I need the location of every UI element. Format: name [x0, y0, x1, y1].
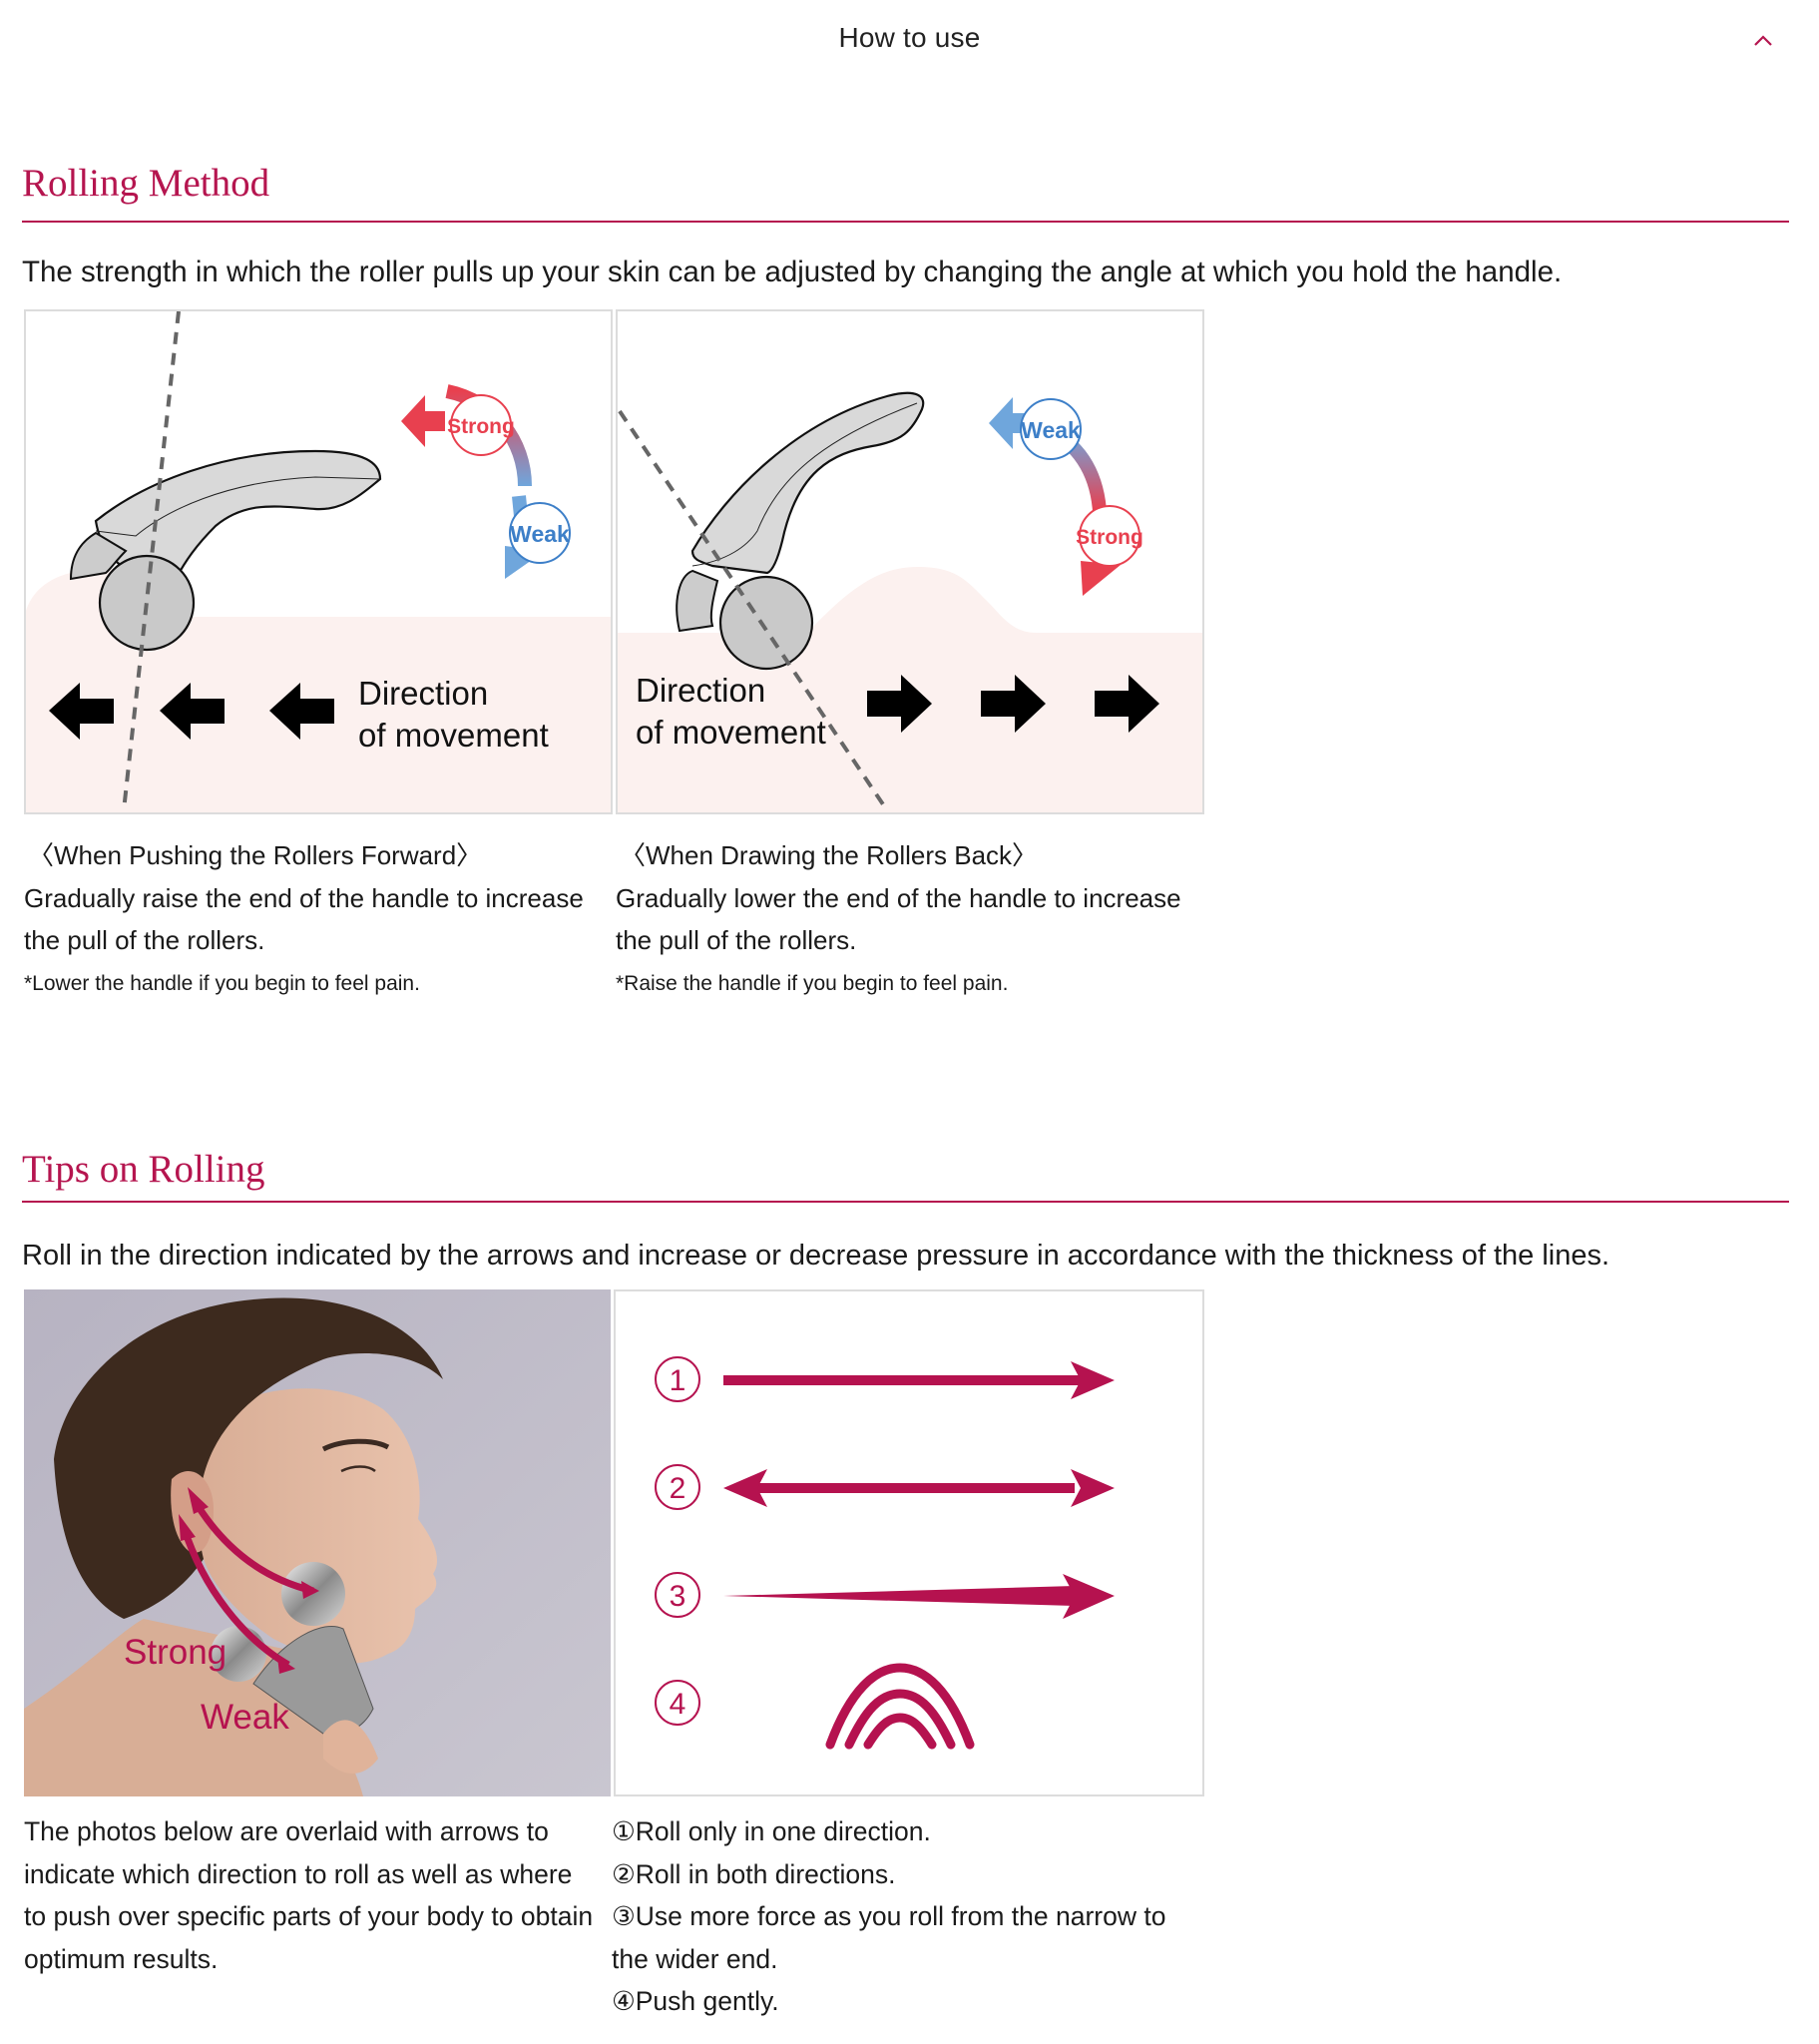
svg-text:1: 1 [670, 1364, 686, 1397]
svg-text:Weak: Weak [510, 521, 570, 547]
caption-heading: 〈When Drawing the Rollers Back〉 [620, 840, 1039, 870]
svg-text:4: 4 [670, 1688, 686, 1721]
face-roller-photo: Strong Weak [24, 1289, 611, 1796]
legend-item-2: 2 [655, 1464, 1115, 1510]
caption-back: 〈When Drawing the Rollers Back〉 Graduall… [616, 834, 1204, 1006]
photo-caption-line: indicate which direction to roll as well… [24, 1858, 573, 1889]
caption-heading: 〈When Pushing the Rollers Forward〉 [28, 840, 483, 870]
svg-text:of movement: of movement [636, 714, 826, 751]
svg-text:Direction: Direction [636, 672, 765, 709]
legend-item-3: 3 [655, 1572, 1115, 1619]
legend-caption: ①Roll only in one direction. ②Roll in bo… [612, 1810, 1165, 2023]
svg-text:Strong: Strong [1076, 526, 1143, 549]
roller-back-illustration: Weak Strong Direction of movement [616, 309, 1204, 814]
accordion-title[interactable]: How to use [838, 22, 981, 53]
section-description: The strength in which the roller pulls u… [22, 256, 1563, 288]
legend-caption-line: ③Use more force as you roll from the nar… [612, 1901, 1166, 1931]
section-title-rolling-method: Rolling Method [22, 162, 270, 205]
roller-forward-illustration: Strong Weak Direction of movement [24, 309, 613, 814]
legend-caption-line: ①Roll only in one direction. [612, 1816, 931, 1846]
legend-caption-line: the wider end. [612, 1943, 778, 1974]
svg-text:3: 3 [670, 1580, 686, 1613]
photo-caption-line: optimum results. [24, 1943, 219, 1974]
photo-caption-line: to push over specific parts of your body… [24, 1901, 594, 1931]
arrow-legend-panel: 1 2 3 4 [614, 1289, 1204, 1796]
svg-text:Direction: Direction [358, 675, 488, 712]
legend-caption-line: ②Roll in both directions. [612, 1858, 896, 1889]
svg-text:Weak: Weak [201, 1698, 289, 1737]
section-divider [22, 1201, 1789, 1203]
chevron-up-icon[interactable] [1748, 26, 1778, 56]
legend-caption-line: ④Push gently. [612, 1986, 779, 2016]
svg-text:Strong: Strong [447, 415, 515, 438]
photo-caption-line: The photos below are overlaid with arrow… [24, 1816, 549, 1846]
caption-forward: 〈When Pushing the Rollers Forward〉 Gradu… [24, 834, 613, 1006]
svg-text:Weak: Weak [1021, 417, 1081, 443]
caption-body: Gradually lower the end of the handle to… [616, 882, 1181, 956]
svg-text:of movement: of movement [358, 717, 549, 754]
section-description: Roll in the direction indicated by the a… [22, 1240, 1610, 1272]
caption-body: Gradually raise the end of the handle to… [24, 882, 584, 956]
accordion-header[interactable]: How to use [0, 0, 1819, 84]
section-title-tips-on-rolling: Tips on Rolling [22, 1148, 265, 1191]
svg-text:Strong: Strong [124, 1633, 227, 1672]
legend-item-4: 4 [655, 1663, 975, 1750]
section-divider [22, 221, 1789, 223]
photo-caption: The photos below are overlaid with arrow… [24, 1810, 593, 1980]
caption-note: *Lower the handle if you begin to feel p… [24, 971, 420, 995]
legend-item-1: 1 [655, 1356, 1115, 1402]
caption-note: *Raise the handle if you begin to feel p… [616, 971, 1009, 995]
svg-text:2: 2 [670, 1472, 686, 1505]
